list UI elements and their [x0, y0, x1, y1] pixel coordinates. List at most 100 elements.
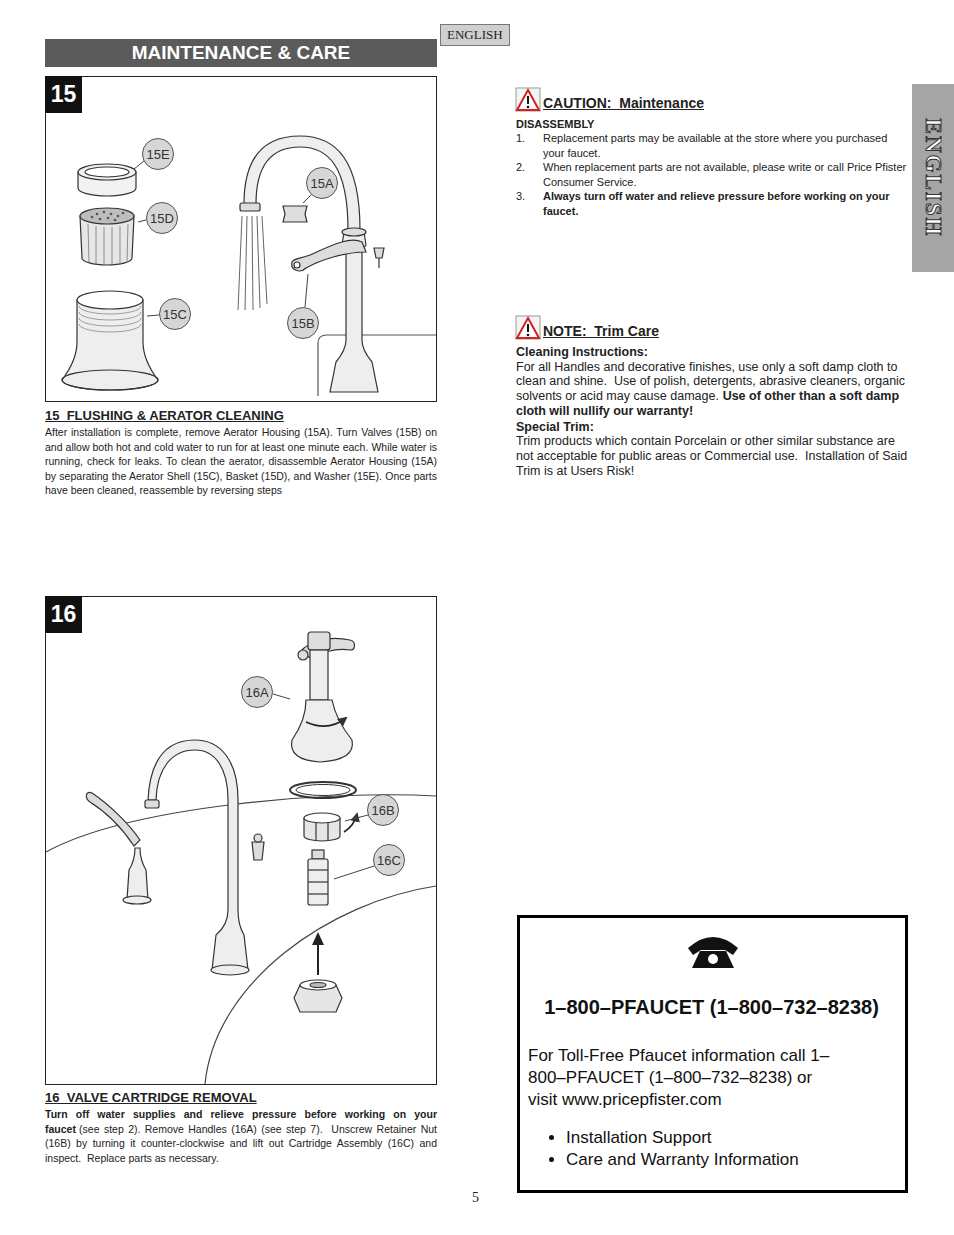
basket-part [96, 213, 99, 216]
faucet-drawing [211, 965, 249, 975]
caution-icon [516, 88, 540, 111]
caution-icon [527, 96, 529, 104]
list-number: 3. [516, 190, 525, 202]
list-text: Replacement parts may be available at th… [543, 132, 890, 159]
phone-number: 1–800–PFAUCET (1–800–732–8238) [528, 996, 895, 1019]
subheading: Cleaning Instructions: [516, 345, 648, 359]
basket-part [88, 224, 89, 262]
ring-part [290, 782, 356, 798]
faucet-drawing [238, 216, 242, 310]
leader-line [273, 694, 374, 879]
basket-part [127, 224, 128, 262]
faucet-drawing [378, 258, 379, 268]
language-tag-text: ENGLISH [447, 27, 503, 42]
contact-text: For Toll-Free Pfaucet information call 1… [528, 1045, 840, 1111]
faucet-drawing [123, 896, 151, 904]
basket-part [117, 215, 120, 218]
caution-heading: CAUTION: Maintenance [543, 95, 704, 111]
note-heading: NOTE: Trim Care [543, 323, 659, 339]
washer-part [78, 164, 136, 196]
basket-part [80, 208, 134, 265]
faucet-drawing [240, 203, 260, 211]
faucet-drawing [283, 206, 307, 222]
washer-part [85, 167, 129, 177]
note-text: Trim products which contain Porcelain or… [516, 434, 910, 477]
leader-line [134, 161, 311, 316]
retainer-nut-part [304, 813, 357, 841]
faucet-drawing [257, 216, 260, 308]
callout-number-text: 15E [146, 147, 169, 162]
faucet-drawing [145, 800, 159, 808]
section-header: MAINTENANCE & CARE [45, 39, 437, 67]
leader-line [305, 274, 308, 307]
callout-number-text: 15C [163, 307, 187, 322]
figure-badge: 15 [45, 76, 82, 113]
caution-icon [517, 90, 539, 110]
text-block: 3. [516, 189, 525, 204]
text-block: 1. [516, 131, 525, 146]
callout-number: 15D [146, 202, 178, 234]
faucet-drawing [148, 740, 248, 970]
basket-part [88, 224, 128, 265]
cartridge-part [308, 869, 328, 870]
basket-part [99, 218, 102, 221]
text-block: Cleaning Instructions: [516, 345, 648, 360]
callout-number-text: 15A [310, 176, 333, 191]
text-block: CAUTION: Maintenance [543, 95, 704, 111]
aerator-shell-part [79, 306, 141, 332]
faucet-drawing [127, 848, 148, 900]
text-block: After installation is complete, remove A… [45, 425, 437, 498]
section-header-text: MAINTENANCE & CARE [132, 42, 351, 63]
aerator-shell-part [79, 306, 141, 314]
basket-part [110, 213, 113, 216]
note-icon [527, 334, 530, 337]
aerator-shell-part [79, 324, 141, 332]
leader-line [134, 161, 144, 169]
figure-number: 15 [51, 81, 77, 108]
basket-part [104, 227, 105, 265]
callout-number: 15B [287, 307, 319, 339]
faucet-drawing [254, 834, 262, 842]
phone-icon [692, 951, 734, 968]
figure-number: 16 [51, 601, 77, 628]
aerator-shell-part [62, 300, 158, 390]
figure-badge: 16 [45, 596, 82, 633]
washer-part [78, 164, 136, 180]
handle-part [306, 718, 346, 726]
phone-icon [688, 937, 738, 968]
faucet-drawing [244, 136, 360, 230]
callout-number-text: 16B [371, 803, 394, 818]
faucet-drawing [252, 216, 253, 310]
text-block: For all Handles and decorative finishes,… [516, 360, 909, 419]
callout-number-text: 15D [150, 211, 174, 226]
basket-part [103, 211, 106, 214]
valve-base-part [300, 980, 336, 990]
sink-deck [205, 886, 436, 1084]
direction-arrow [312, 932, 324, 975]
list-number: 2. [516, 161, 525, 173]
basket-part [96, 226, 97, 264]
handle-part [310, 650, 328, 700]
aerator-shell-part [79, 318, 141, 326]
note-icon [527, 324, 529, 332]
cartridge-part [312, 850, 324, 859]
faucet-drawing [86, 740, 264, 975]
retainer-nut-part [344, 814, 357, 832]
callout-number: 15E [142, 138, 174, 170]
language-tab: ENGLISH [912, 84, 954, 272]
step-caption: 15 FLUSHING & AERATOR CLEANING [45, 408, 284, 423]
aerator-shell-part [62, 291, 158, 390]
cartridge-part [308, 859, 328, 905]
callout-number-text: 16C [377, 853, 401, 868]
basket-part [112, 227, 113, 265]
callout-number: 15C [159, 298, 191, 330]
retainer-nut-part [304, 813, 340, 823]
basket-part [120, 226, 121, 264]
callout-number: 16A [241, 676, 273, 708]
caution-icon [527, 106, 530, 109]
faucet-drawing [252, 842, 264, 860]
contact-box: 1–800–PFAUCET (1–800–732–8238) For Toll-F… [517, 915, 908, 1193]
handle-part [292, 632, 355, 762]
caution-icon [516, 88, 540, 111]
